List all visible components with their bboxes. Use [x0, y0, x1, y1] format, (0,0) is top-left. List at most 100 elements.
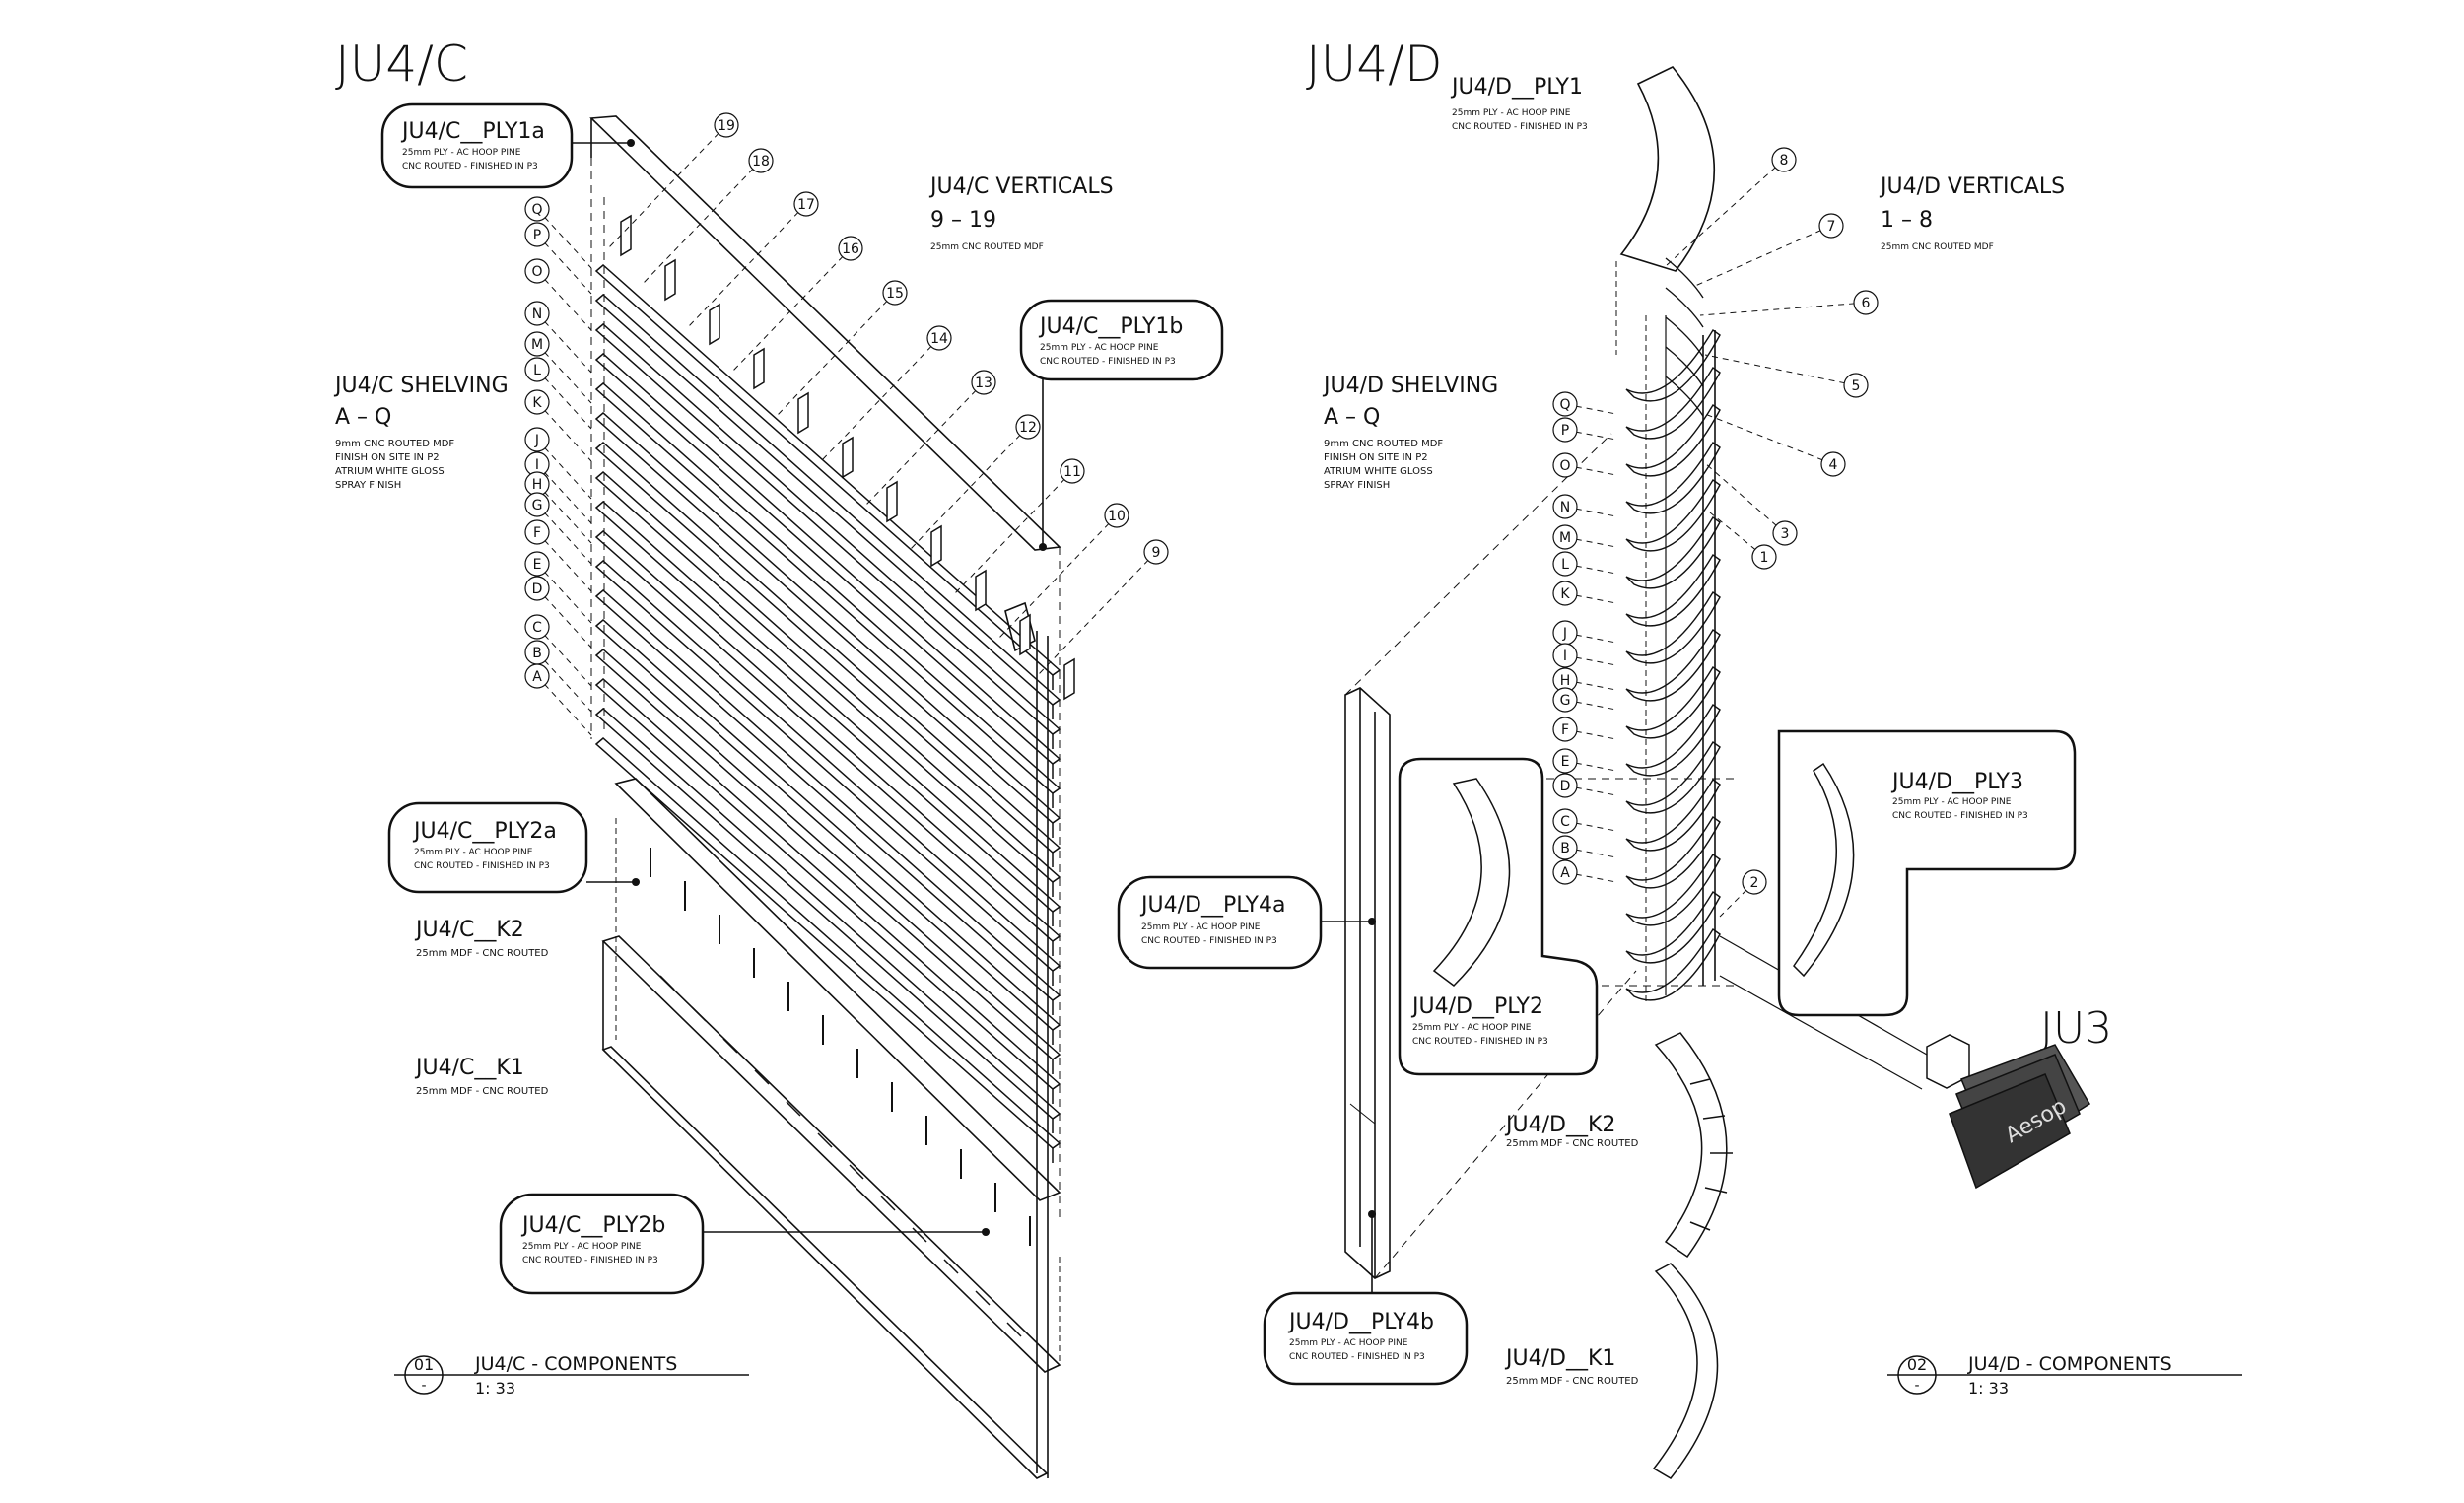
- ju4c-shelf-tag-b: B: [532, 646, 542, 661]
- ju4c-verticals-title: JU4/C VERTICALS: [928, 174, 1114, 199]
- ju4c-shelf-tag-j: J: [534, 433, 539, 448]
- ju4d-vertical-tag-2-leader: [1719, 881, 1755, 918]
- ju4c-vertical-tag-14-leader: [820, 337, 940, 462]
- ju4d-shelving-spec-3: ATRIUM WHITE GLOSS: [1324, 466, 1433, 477]
- ju4c-vertical-tag-10: 10: [1108, 509, 1126, 524]
- ju4c-vertical-tag-17-leader: [687, 203, 807, 328]
- ju4d-shelf: [1625, 890, 1721, 964]
- ju4c-shelf-tag-j-leader: [536, 439, 592, 500]
- ju4c-shelf-tag-a-circle: [524, 663, 550, 689]
- ju4d-shelf: [1625, 778, 1721, 852]
- ju4d-shelf-tag-a-circle: [1552, 859, 1578, 885]
- ju4c-k1-slot: [754, 1069, 770, 1085]
- ju4c-k1-slot: [975, 1290, 991, 1306]
- ju4c-shelving-group: [594, 264, 1061, 1163]
- ju4d-shelf-tag-h-leader: [1564, 679, 1617, 691]
- ju4c-ply1a-spec1: 25mm PLY - AC HOOP PINE: [402, 148, 521, 158]
- ju4d-shelf-tag-n: N: [1560, 500, 1570, 515]
- ju4d-shelf-tag-a-leader: [1564, 871, 1617, 883]
- ju4c-shelf: [594, 619, 1061, 1031]
- ju4d-vertical-tag-1-circle: [1751, 544, 1777, 570]
- ju4c-shelf-tag-f-leader: [536, 531, 592, 592]
- ju4d-ply2-title: JU4/D__PLY2: [1410, 994, 1543, 1019]
- ju4d-ply4a-spec1: 25mm PLY - AC HOOP PINE: [1141, 922, 1261, 932]
- ju4c-vertical-tag-18-leader: [642, 160, 762, 285]
- ju4d-vertical-tag-8-circle: [1771, 147, 1797, 172]
- ju4c-vertical-tag-14-circle: [926, 325, 952, 351]
- ju4d-shelf-tag-o-circle: [1552, 452, 1578, 478]
- ju4c-shelf-tag-q-circle: [524, 196, 550, 222]
- ju4d-shelf: [1625, 740, 1721, 814]
- ju4c-vertical-tab: [930, 524, 942, 568]
- ju4d-verticals-title: JU4/D VERTICALS: [1879, 174, 2065, 199]
- ju4d-shelf-tag-h: H: [1560, 673, 1571, 689]
- ju4c-shelf-tag-d-leader: [536, 587, 592, 649]
- ju4c-shelf-tag-c: C: [532, 620, 542, 636]
- ju4d-shelf: [1625, 403, 1721, 477]
- ju4c-shelf: [594, 264, 1061, 676]
- ju4d-shelving-spec-2: FINISH ON SITE IN P2: [1324, 452, 1428, 463]
- ju4c-vertical-tag-11-leader: [953, 470, 1073, 595]
- ju4c-k1-slot: [659, 975, 675, 991]
- ju4c-shelf-tag-e-circle: [524, 551, 550, 577]
- ju4c-k1-title: JU4/C__K1: [414, 1056, 524, 1080]
- ju4c-vertical-tag-12-leader: [909, 426, 1029, 551]
- ju4d-shelf-tag-i-circle: [1552, 643, 1578, 668]
- ju4d-shelf: [1625, 441, 1721, 514]
- ju4c-vertical-tag-18-circle: [748, 148, 774, 173]
- ju4d-vertical-tag-2: 2: [1750, 875, 1759, 891]
- ju4d-verticals-range: 1 – 8: [1881, 208, 1933, 233]
- ju4c-vertical-tab: [664, 258, 676, 302]
- ju4d-shelf-tag-q: Q: [1559, 397, 1570, 413]
- ju4c-footer-sub: -: [421, 1378, 426, 1394]
- ju4d-shelving-spec-1: 9mm CNC ROUTED MDF: [1324, 439, 1443, 449]
- ju4d-shelf-tag-e-leader: [1564, 760, 1617, 772]
- ju4c-shelf-tag-a-leader: [536, 675, 592, 736]
- ju4c-vertical-tag-15-leader: [776, 292, 896, 417]
- ju4d-vertical-tag-3: 3: [1781, 526, 1790, 542]
- ju4c-shelf-tag-p: P: [533, 228, 541, 243]
- ju4c-shelf-tag-n-circle: [524, 301, 550, 326]
- ju4c-vertical-tag-13: 13: [975, 376, 992, 391]
- ju4d-footer-sub: -: [1914, 1378, 1919, 1394]
- ju4d-vertical-tag-4-leader: [1704, 413, 1834, 465]
- ju4c-slot-tabs: [620, 214, 1075, 1337]
- ju4c-k2-title: JU4/C__K2: [414, 918, 524, 942]
- ju4d-ply1-spec2: CNC ROUTED - FINISHED IN P3: [1452, 122, 1588, 132]
- ju4c-shelf-tag-m-circle: [524, 331, 550, 357]
- ju4c-shelf: [594, 382, 1061, 794]
- ju4d-shelving-group: [1625, 257, 1721, 1001]
- ju4d-shelf-tag-o-leader: [1564, 464, 1617, 476]
- ju4c-shelf: [594, 530, 1061, 942]
- ju4c-k1-slot: [1006, 1322, 1022, 1337]
- ju4d-vertical-tag-5: 5: [1852, 378, 1861, 394]
- ju4d-vertical-piece: [1665, 346, 1704, 387]
- ju4d-shelf-tag-a: A: [1560, 865, 1570, 881]
- ju4d-shelf-tag-m-circle: [1552, 524, 1578, 550]
- ju4d-vertical-tag-4-circle: [1820, 451, 1846, 477]
- ju4c-shelf-tag-k-circle: [524, 389, 550, 415]
- ju4c-shelf-tag-l-leader: [536, 369, 592, 430]
- ju4d-vertical-piece: [1665, 287, 1704, 328]
- ju4c-k1-slot: [691, 1006, 707, 1022]
- ju4d-vertical-tag-3-circle: [1772, 520, 1798, 546]
- ju4c-shelf-tag-i-leader: [536, 463, 592, 524]
- ju4c-shelving-range: A – Q: [335, 405, 391, 430]
- ju4d-shelf-tag-l-leader: [1564, 563, 1617, 575]
- ju4c-shelf-tag-q-leader: [536, 208, 592, 269]
- ju4d-vertical-tag-4: 4: [1829, 457, 1838, 473]
- ju4c-vertical-tag-17-circle: [793, 191, 819, 217]
- ju4c-shelf: [594, 294, 1061, 706]
- ju4c-ply2b-spec1: 25mm PLY - AC HOOP PINE: [522, 1242, 642, 1252]
- ju4c-ply2b-spec2: CNC ROUTED - FINISHED IN P3: [522, 1256, 658, 1265]
- ju4c-footer-number: 01: [414, 1355, 434, 1374]
- ju4c-shelf: [594, 678, 1061, 1090]
- ju4d-vertical-tag-2-circle: [1742, 869, 1767, 895]
- ju4c-ply1b-spec2: CNC ROUTED - FINISHED IN P3: [1040, 357, 1176, 367]
- ju4d-shelf-tag-l-circle: [1552, 551, 1578, 577]
- ju4d-shelf-tag-k: K: [1560, 586, 1570, 602]
- ju4c-shelf-tag-l-circle: [524, 357, 550, 382]
- ju4d-shelf-tag-k-leader: [1564, 592, 1617, 604]
